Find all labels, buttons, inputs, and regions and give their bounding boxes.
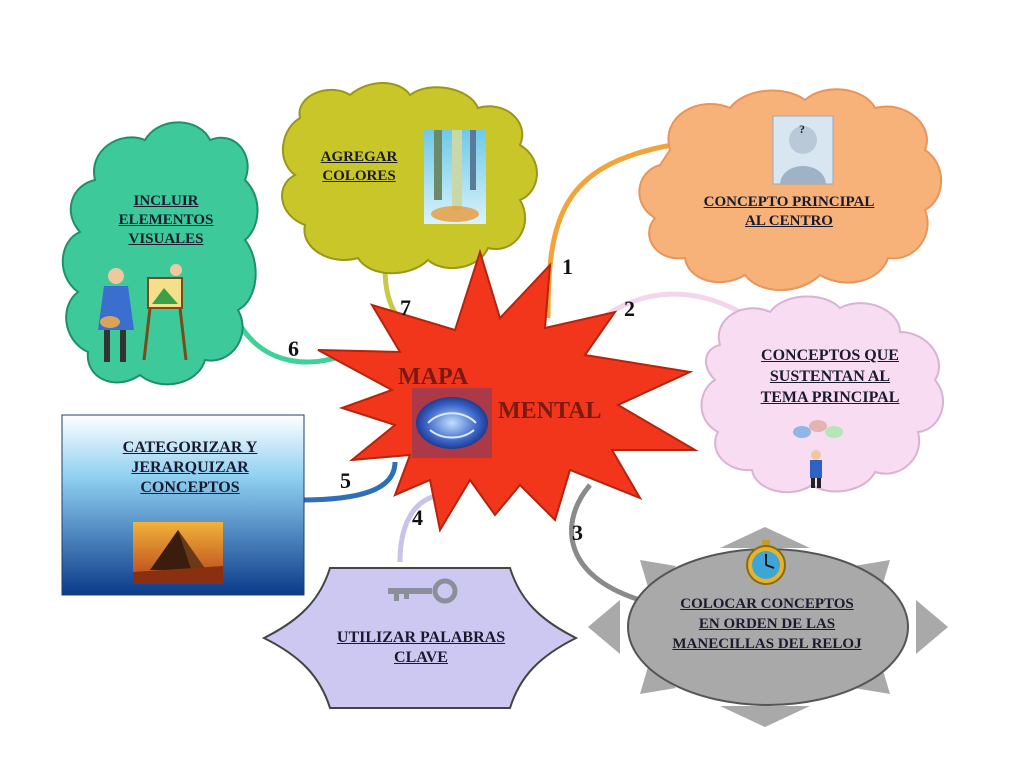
stopwatch-icon <box>746 540 786 585</box>
node-5-line-3: CONCEPTOS <box>140 479 240 496</box>
svg-text:?: ? <box>799 122 805 136</box>
node-7-label: AGREGAR COLORES <box>304 148 414 186</box>
node-5-line-1: CATEGORIZAR Y <box>122 439 258 456</box>
node-3-line-2: EN ORDEN DE LAS <box>698 616 836 632</box>
cloud-1-shape <box>638 88 943 291</box>
node-6-label: INCLUIR ELEMENTOS VISUALES <box>96 192 236 249</box>
node-1-label: CONCEPTO PRINCIPAL AL CENTRO <box>676 193 902 231</box>
node-6-line-2: ELEMENTOS <box>118 212 214 228</box>
node-6-line-1: INCLUIR <box>133 193 199 209</box>
central-star-shape <box>317 248 699 533</box>
center-title-line1: MAPA <box>398 364 469 390</box>
node-1-line-2: AL CENTRO <box>745 213 833 229</box>
node-6-line-3: VISUALES <box>128 231 204 247</box>
node-7-line-2: COLORES <box>322 168 396 184</box>
node-3-line-1: COLOCAR CONCEPTOS <box>680 596 854 612</box>
thinking-person-icon: ? <box>772 115 834 185</box>
node-4-shape <box>261 567 579 709</box>
node-2-line-2: SUSTENTAN AL <box>769 368 891 385</box>
painter-easel-icon <box>98 264 188 362</box>
connector-5 <box>299 461 398 503</box>
cloud-6-shape <box>61 121 259 386</box>
node-5-line-2: JERARQUIZAR <box>131 459 249 476</box>
cloud-2-shape <box>700 295 945 494</box>
connector-number-7: 7 <box>400 295 411 320</box>
node-3-label: COLOCAR CONCEPTOS EN ORDEN DE LAS MANECI… <box>646 594 888 654</box>
connector-4 <box>397 492 441 563</box>
node-7-line-1: AGREGAR <box>320 149 398 165</box>
desert-pyramid-icon <box>133 522 223 584</box>
node-3-shape <box>588 527 948 727</box>
node-2-line-3: TEMA PRINCIPAL <box>760 389 900 406</box>
node-2-line-1: CONCEPTOS QUE <box>761 347 899 364</box>
key-icon <box>388 578 458 604</box>
connector-3 <box>569 483 641 603</box>
paint-pouring-icon <box>424 130 486 224</box>
node-4-line-1: UTILIZAR PALABRAS <box>336 629 506 646</box>
node-4-line-2: CLAVE <box>394 649 448 666</box>
connector-number-2: 2 <box>624 296 635 321</box>
people-ideas-icon <box>793 420 843 488</box>
node-1-line-1: CONCEPTO PRINCIPAL <box>703 194 875 210</box>
center-title-line2: MENTAL <box>498 398 602 424</box>
node-2-label: CONCEPTOS QUE SUSTENTAN AL TEMA PRINCIPA… <box>735 345 925 408</box>
node-3-line-3: MANECILLAS DEL RELOJ <box>672 636 862 652</box>
node-5-label: CATEGORIZAR Y JERARQUIZAR CONCEPTOS <box>92 438 288 498</box>
connector-number-6: 6 <box>288 336 299 361</box>
connector-number-5: 5 <box>340 468 351 493</box>
connector-number-1: 1 <box>562 254 573 279</box>
brain-blob-icon <box>412 388 492 458</box>
connector-number-4: 4 <box>412 505 423 530</box>
node-4-label: UTILIZAR PALABRAS CLAVE <box>312 628 530 668</box>
connector-number-3: 3 <box>572 520 583 545</box>
